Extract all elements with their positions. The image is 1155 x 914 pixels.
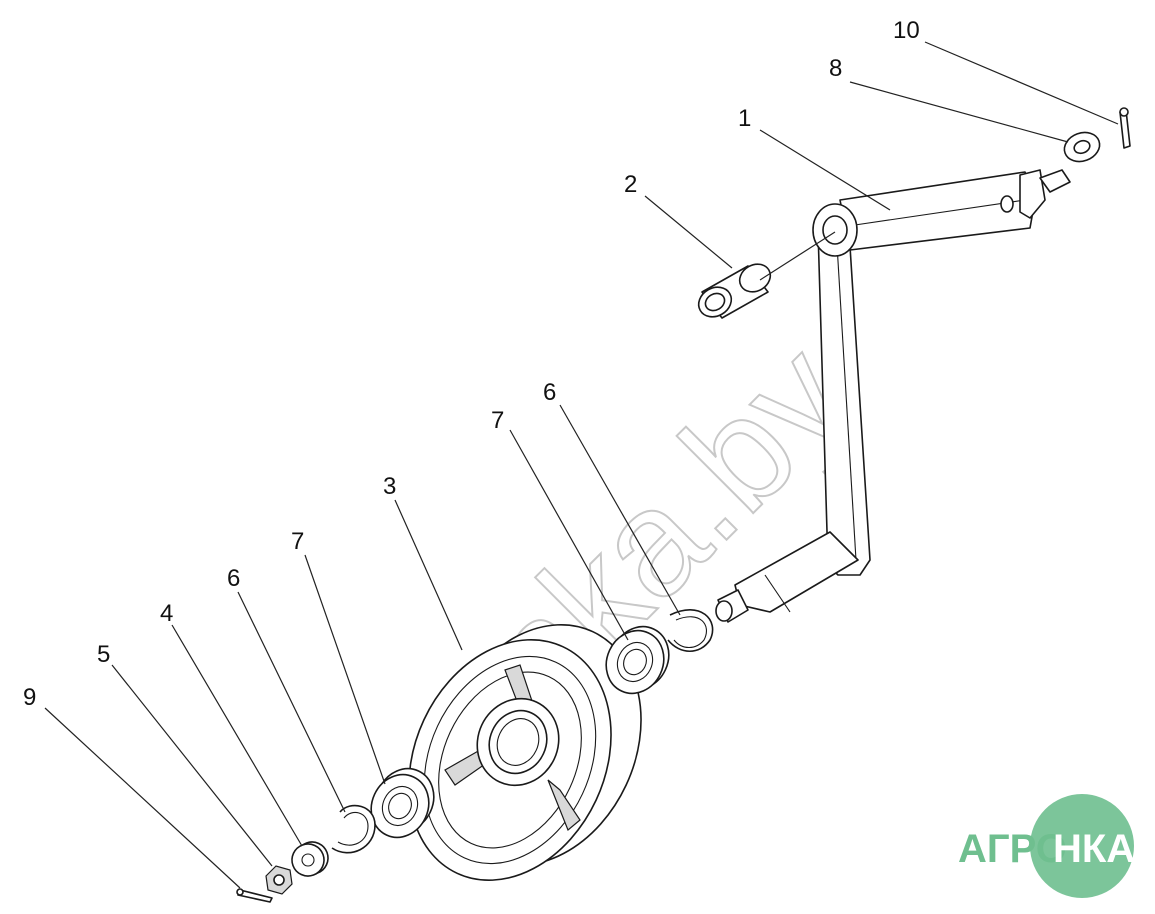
part-4-washer — [291, 841, 329, 877]
part-2-bushing — [697, 263, 772, 319]
leader-6a — [559, 404, 681, 616]
callout-6-lower: 6 — [227, 565, 240, 592]
leader-lines — [44, 41, 1119, 889]
part-7-bearing-left — [370, 767, 435, 839]
callout-10: 10 — [893, 17, 920, 44]
part-9-cotter-pin — [236, 888, 273, 903]
leader-8 — [849, 81, 1069, 143]
callout-6-upper: 6 — [543, 379, 556, 406]
part-8-washer — [1063, 131, 1101, 163]
leader-7b — [304, 554, 386, 785]
callout-3: 3 — [383, 473, 396, 500]
callout-7-upper: 7 — [491, 407, 504, 434]
logo-left-text: АГРО — [958, 827, 1067, 871]
callout-1: 1 — [738, 105, 751, 132]
leader-6b — [237, 591, 346, 813]
leader-3 — [394, 499, 463, 651]
leader-7a — [509, 429, 629, 641]
callout-4: 4 — [160, 600, 173, 627]
agronka-logo: АГРО НКА — [958, 794, 1135, 898]
logo-circle — [1030, 794, 1134, 898]
leader-4 — [171, 624, 303, 847]
callout-2: 2 — [624, 171, 637, 198]
callout-labels: 10 8 1 2 6 7 3 7 6 4 5 9 — [23, 17, 920, 711]
part-1-arm — [715, 169, 1071, 623]
leader-1 — [759, 129, 891, 211]
leader-9 — [44, 707, 241, 889]
part-5-castle-nut — [265, 865, 293, 895]
part-6-snap-ring-left — [331, 804, 376, 854]
leader-2 — [644, 195, 733, 269]
part-7-bearing-right — [605, 625, 670, 695]
callout-5: 5 — [97, 641, 110, 668]
leader-5 — [111, 664, 273, 867]
logo-right-text: НКА — [1053, 827, 1135, 871]
part-3-wheel — [408, 624, 642, 881]
callout-8: 8 — [829, 55, 842, 82]
callout-7-lower: 7 — [291, 528, 304, 555]
part-6-snap-ring-right — [667, 609, 714, 653]
leader-2-axis — [759, 231, 836, 281]
leader-10 — [924, 41, 1119, 125]
part-10-cotter-pin — [1119, 107, 1131, 149]
callout-9: 9 — [23, 684, 36, 711]
